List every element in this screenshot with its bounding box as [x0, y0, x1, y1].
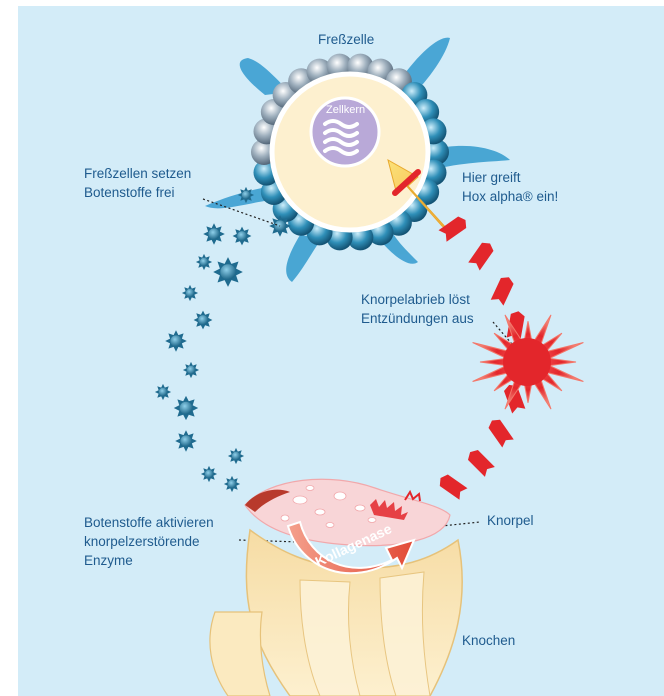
messenger-core — [237, 231, 247, 241]
red-dash — [465, 447, 495, 477]
label-hox-alpha: Hier greift Hox alpha® ein! — [462, 168, 558, 206]
messenger-core — [180, 402, 193, 415]
red-dash — [486, 417, 514, 448]
messenger-core — [205, 470, 213, 478]
messenger-core — [208, 228, 219, 239]
label-enzyme: Botenstoffe aktivieren knorpelzerstörend… — [84, 513, 214, 570]
fibula — [210, 612, 270, 696]
cartilage — [245, 479, 450, 545]
messenger-core — [170, 335, 181, 346]
messenger-core — [186, 289, 194, 297]
messenger-core — [198, 315, 208, 325]
label-zellkern: Zellkern — [326, 101, 365, 120]
messenger-core — [200, 258, 208, 266]
messenger-core — [228, 480, 236, 488]
red-dash — [437, 472, 468, 500]
messenger-core — [220, 264, 235, 279]
label-botenstoffe-frei: Freßzellen setzen Botenstoffe frei — [84, 164, 191, 202]
red-dash — [468, 240, 496, 271]
messenger-core — [159, 388, 167, 396]
messenger-core — [242, 191, 250, 199]
knee-joint: Kollagenase — [210, 479, 462, 696]
red-dash — [439, 214, 470, 242]
macrophage-cell — [205, 38, 510, 282]
messenger-core — [180, 435, 191, 446]
messenger-core — [232, 452, 240, 460]
label-knorpelabrieb: Knorpelabrieb löst Entzündungen aus — [361, 290, 474, 328]
label-fresszelle: Freßzelle — [318, 30, 374, 49]
messenger-particles — [155, 187, 291, 492]
inflammation-burst — [473, 315, 584, 409]
messenger-core — [187, 366, 195, 374]
label-knorpel: Knorpel — [487, 511, 534, 530]
red-dash — [491, 274, 516, 305]
label-knochen: Knochen — [462, 631, 515, 650]
